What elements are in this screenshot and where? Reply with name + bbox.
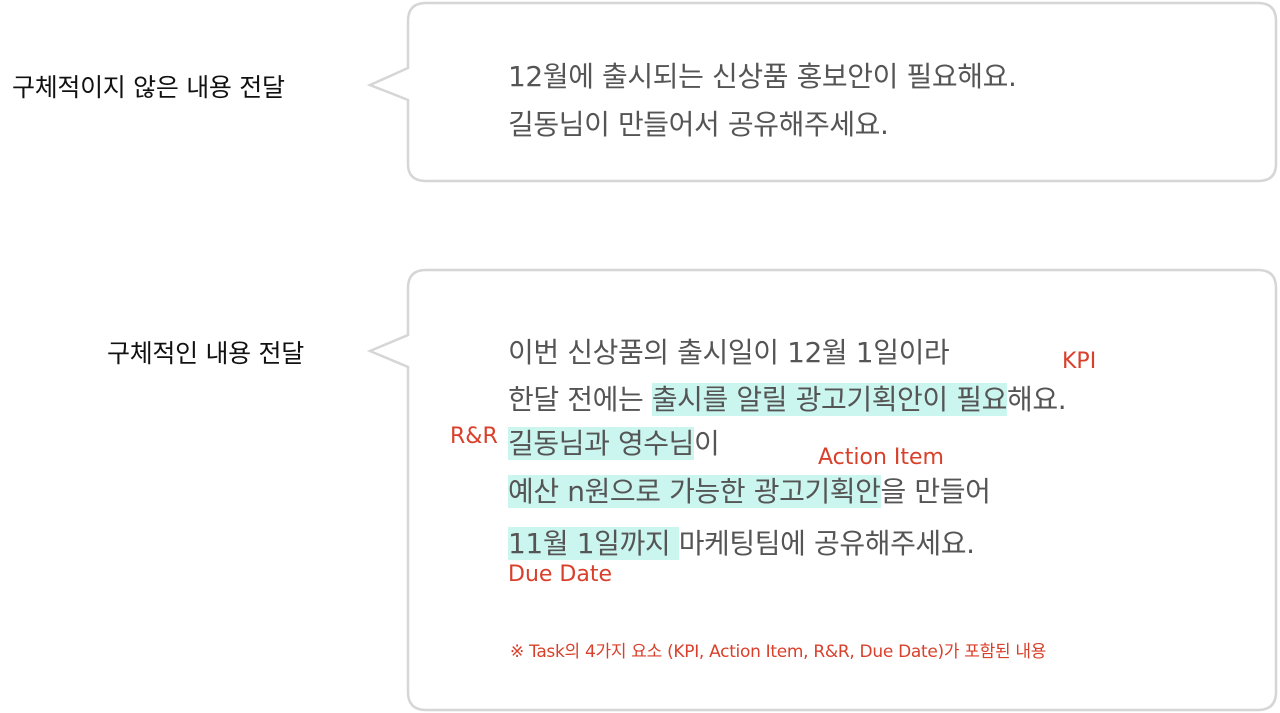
- action-item-tag: Action Item: [818, 445, 944, 470]
- vague-message-line-2: 길동님이 만들어서 공유해주세요.: [508, 108, 889, 141]
- line-2-text: 한달 전에는: [508, 383, 652, 416]
- specific-line-5: 11월 1일까지 마케팅팀에 공유해주세요.: [508, 522, 975, 562]
- specific-label: 구체적인 내용 전달: [107, 339, 304, 368]
- vague-label: 구체적이지 않은 내용 전달: [12, 73, 285, 102]
- specific-line-2: 한달 전에는 출시를 알릴 광고기획안이 필요해요.: [508, 378, 1067, 418]
- due-date-tag: Due Date: [508, 562, 612, 587]
- line-4-suffix: 을 만들어: [880, 475, 991, 508]
- specific-line-3: 길동님과 영수님이: [508, 422, 720, 462]
- action-item-highlight: 예산 n원으로 가능한 광고기획안: [508, 475, 881, 508]
- rr-tag: R&R: [450, 424, 498, 449]
- line-5-suffix: 마케팅팀에 공유해주세요.: [678, 527, 975, 560]
- kpi-highlight: 출시를 알릴 광고기획안이 필요: [651, 383, 1007, 416]
- specific-line-1: 이번 신상품의 출시일이 12월 1일이라: [508, 336, 950, 369]
- specific-line-4: 예산 n원으로 가능한 광고기획안을 만들어: [508, 470, 991, 510]
- rr-highlight: 길동님과 영수님: [508, 427, 695, 460]
- task-elements-note: ※ Task의 4가지 요소 (KPI, Action Item, R&R, D…: [510, 642, 1047, 662]
- line-3-suffix: 이: [694, 427, 720, 460]
- top-speech-bubble: [366, 1, 1278, 183]
- due-date-highlight: 11월 1일까지: [508, 527, 679, 560]
- line-2-suffix: 해요.: [1007, 383, 1067, 416]
- vague-message-line-1: 12월에 출시되는 신상품 홍보안이 필요해요.: [508, 60, 1017, 93]
- kpi-tag: KPI: [1062, 349, 1097, 374]
